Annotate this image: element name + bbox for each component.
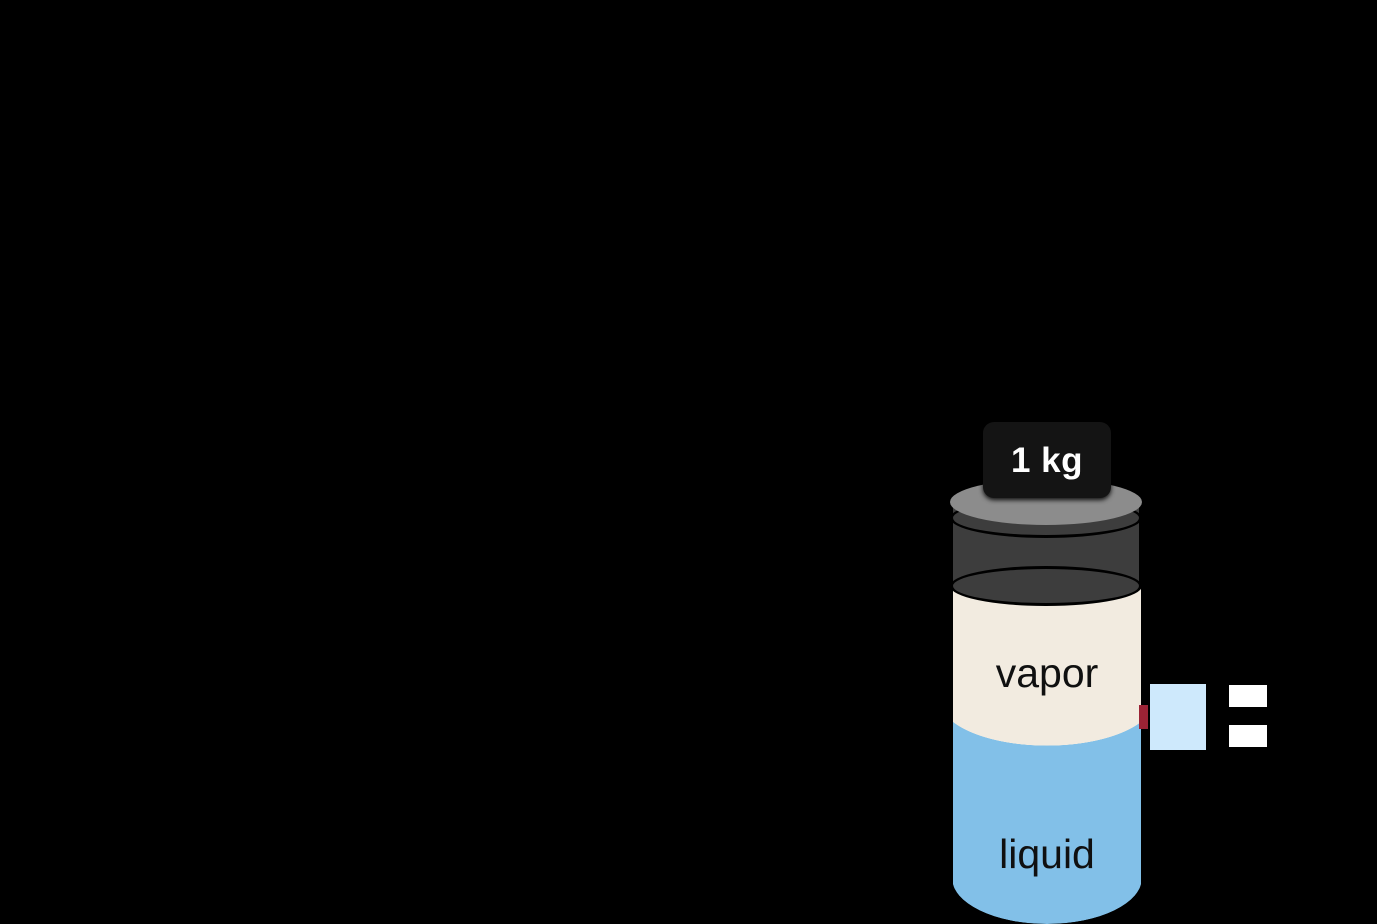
weight-label: 1 kg <box>1010 440 1084 480</box>
piston-bottom-rim <box>950 566 1142 606</box>
color-swatch <box>1150 684 1206 750</box>
liquid-region <box>952 700 1142 924</box>
pressure-marker-icon <box>1139 705 1148 729</box>
liquid-label: liquid <box>999 831 1095 877</box>
equals-sign-bottom-bar <box>1229 725 1267 747</box>
weight-block[interactable]: 1 kg <box>983 422 1111 498</box>
equals-sign-top-bar <box>1229 685 1267 707</box>
vessel-wall-right <box>1141 586 1144 886</box>
vapor-label: vapor <box>995 650 1099 696</box>
vessel-wall-left <box>950 586 953 886</box>
